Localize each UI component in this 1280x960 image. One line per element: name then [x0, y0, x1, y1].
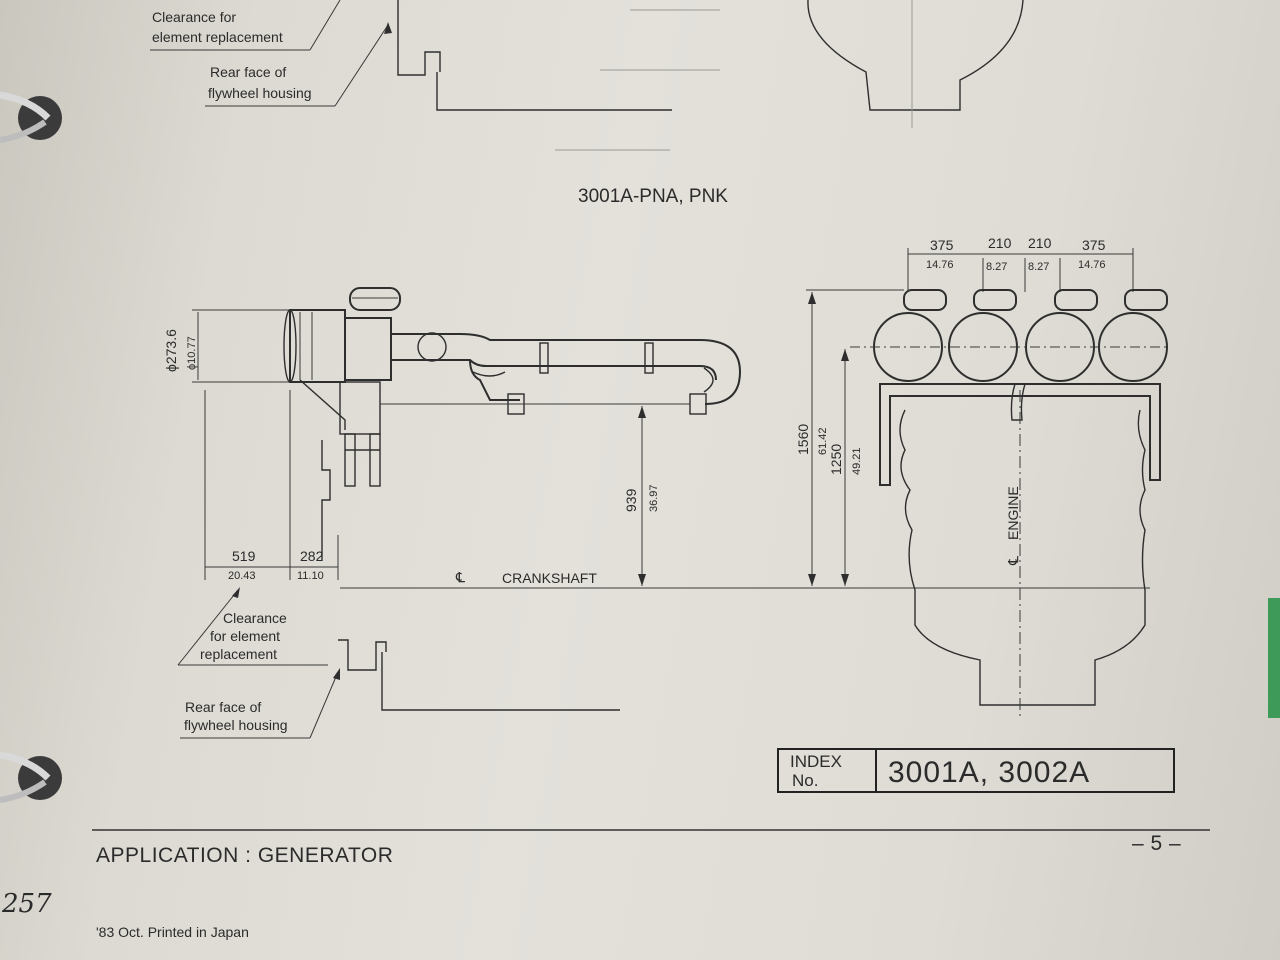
handwritten-note: 257	[1, 889, 52, 919]
index-value: 3001A, 3002A	[888, 756, 1090, 789]
diameter-mm: ϕ273.6	[163, 329, 179, 372]
air-cleaner-body	[289, 309, 346, 383]
rear-face-line1: Rear face of	[185, 699, 261, 715]
dim-939-in: 36.97	[648, 484, 660, 512]
dim-1250: 1250	[828, 444, 844, 475]
top-clearance-line1: Clearance for	[152, 9, 236, 25]
top-dim-1: 375	[930, 237, 954, 253]
print-info: '83 Oct. Printed in Japan	[96, 924, 249, 940]
clearance-line2: for element	[210, 628, 280, 644]
top-dim-3-in: 8.27	[1028, 261, 1049, 273]
binder-ring-top	[0, 91, 62, 143]
engine-label: ENGINE	[1005, 486, 1021, 540]
diagram-title: 3001A-PNA, PNK	[578, 186, 728, 207]
cleaner-cap	[349, 287, 401, 311]
clearance-line3: replacement	[200, 646, 277, 662]
side-view: ℄ CRANKSHAFT ϕ273.6 ϕ10.77 519 20.43 282…	[163, 287, 1150, 739]
top-dim-4: 375	[1082, 237, 1106, 253]
top-clearance-line2: element replacement	[152, 29, 283, 45]
dim-519: 519	[232, 548, 256, 564]
page-number: – 5 –	[1132, 832, 1181, 855]
green-tab	[1268, 598, 1280, 718]
dim-1250-in: 49.21	[851, 447, 863, 475]
top-section: Clearance for element replacement Rear f…	[150, 0, 1024, 151]
dim-1560: 1560	[795, 424, 811, 455]
dim-282-in: 11.10	[297, 570, 324, 582]
crankshaft-cl-symbol: ℄	[455, 569, 465, 585]
clearance-line1: Clearance	[223, 610, 287, 626]
top-dim-3: 210	[1028, 235, 1052, 251]
rear-face-line2: flywheel housing	[184, 717, 288, 733]
index-box: INDEX No. 3001A, 3002A	[777, 748, 1175, 793]
top-rear-face-line1: Rear face of	[210, 64, 286, 80]
application-text: APPLICATION : GENERATOR	[96, 844, 393, 867]
dim-282: 282	[300, 548, 324, 564]
top-dim-1-in: 14.76	[926, 259, 954, 271]
dim-519-in: 20.43	[228, 570, 256, 582]
top-dim-4-in: 14.76	[1078, 259, 1106, 271]
dim-939: 939	[623, 488, 639, 512]
top-rear-face-line2: flywheel housing	[208, 85, 312, 101]
top-dim-2-in: 8.27	[986, 261, 1007, 273]
dim-1560-in: 61.42	[817, 427, 829, 455]
diameter-in: ϕ10.77	[186, 336, 198, 370]
index-label-2: No.	[792, 771, 818, 790]
end-view: 375 210 210 375 14.76 8.27 8.27 14.76 ℄ …	[795, 235, 1170, 720]
index-label-1: INDEX	[790, 752, 842, 771]
top-dim-2: 210	[988, 235, 1012, 251]
crankshaft-label: CRANKSHAFT	[502, 570, 597, 586]
binder-ring-bottom	[0, 751, 62, 803]
engine-cl-symbol: ℄	[1005, 556, 1021, 566]
